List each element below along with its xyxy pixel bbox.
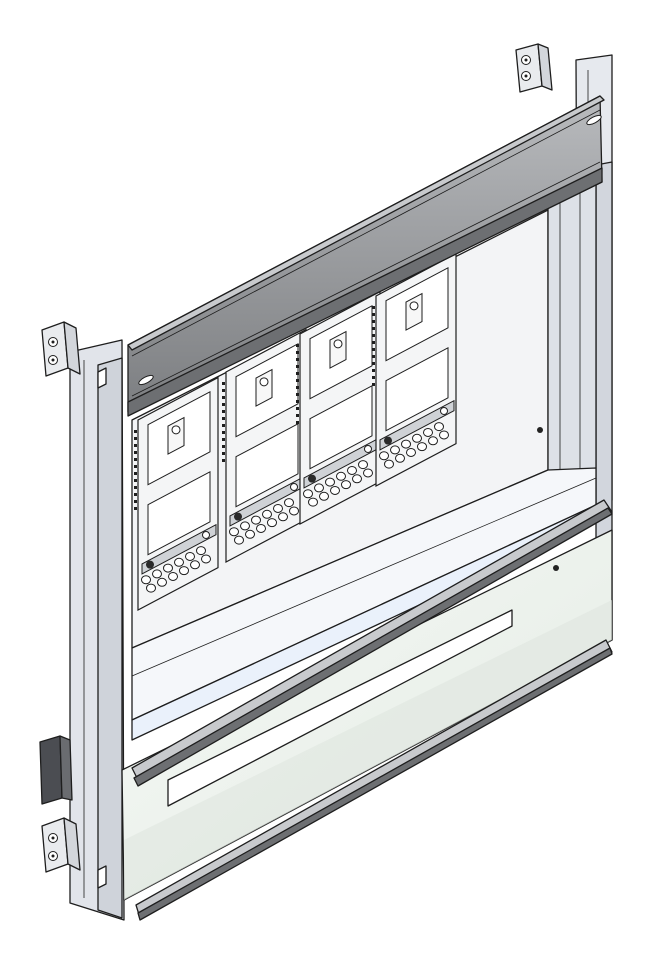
meter-unit-4: [372, 252, 457, 487]
cable-knockout: [314, 483, 324, 493]
cable-knockout: [330, 485, 340, 495]
left-side-wall: [69, 339, 125, 921]
cable-knockout: [146, 583, 156, 593]
cable-knockout: [185, 551, 195, 561]
cable-knockout: [174, 557, 184, 567]
cable-knockout: [379, 451, 389, 461]
meter-unit-1: [134, 376, 219, 611]
cable-knockout: [352, 474, 362, 484]
cable-knockout: [384, 459, 394, 469]
cable-knockout: [363, 468, 373, 478]
meter-units: [134, 252, 457, 611]
screw-hole: [537, 427, 543, 433]
cable-knockout: [358, 460, 368, 470]
lower-viewing-window: [121, 529, 613, 901]
cable-knockout: [406, 447, 416, 457]
cable-knockout: [152, 569, 162, 579]
cable-knockout: [229, 527, 239, 537]
cable-knockout: [245, 529, 255, 539]
bracket-top-left: [41, 321, 81, 377]
cable-knockout: [163, 563, 173, 573]
cable-knockout: [303, 489, 313, 499]
bottom-rail: [135, 639, 613, 921]
cable-knockout: [267, 518, 277, 528]
cable-knockout: [168, 571, 178, 581]
cable-knockout: [262, 509, 272, 519]
rail-slot: [586, 114, 602, 126]
meter-unit-2: [222, 328, 307, 563]
cable-knockout: [395, 453, 405, 463]
cable-knockout: [141, 575, 151, 585]
cable-knockout: [157, 577, 167, 587]
cable-knockout: [401, 439, 411, 449]
cable-knockout: [234, 535, 244, 545]
cable-knockout: [240, 521, 250, 531]
rail-slot: [138, 374, 154, 386]
top-rail: [127, 95, 605, 417]
bracket-left-dark: [39, 735, 73, 805]
cable-knockout: [341, 480, 351, 490]
cable-knockout: [325, 477, 335, 487]
cable-knockout: [190, 560, 200, 570]
cable-knockout: [179, 566, 189, 576]
cable-knockout: [439, 430, 449, 440]
cable-knockout: [308, 497, 318, 507]
cable-knockout: [196, 546, 206, 556]
middle-rail: [131, 499, 613, 787]
cable-knockout: [423, 427, 433, 437]
cable-knockout: [434, 422, 444, 432]
cable-knockout: [347, 465, 357, 475]
bracket-top-right: [515, 43, 553, 93]
bracket-bottom-left: [41, 817, 81, 873]
window-screw: [553, 565, 559, 571]
cable-knockout: [201, 554, 211, 564]
cable-knockout: [278, 512, 288, 522]
cable-knockout: [417, 442, 427, 452]
cable-knockout: [284, 498, 294, 508]
cable-knockout: [428, 436, 438, 446]
cable-knockout: [412, 433, 422, 443]
cable-knockout: [336, 471, 346, 481]
cable-knockout: [251, 515, 261, 525]
cable-knockout: [273, 503, 283, 513]
cable-knockout: [319, 491, 329, 501]
compartment-floor: [131, 467, 601, 741]
cable-knockout: [256, 523, 266, 533]
cable-knockout: [390, 445, 400, 455]
cable-knockout: [289, 506, 299, 516]
